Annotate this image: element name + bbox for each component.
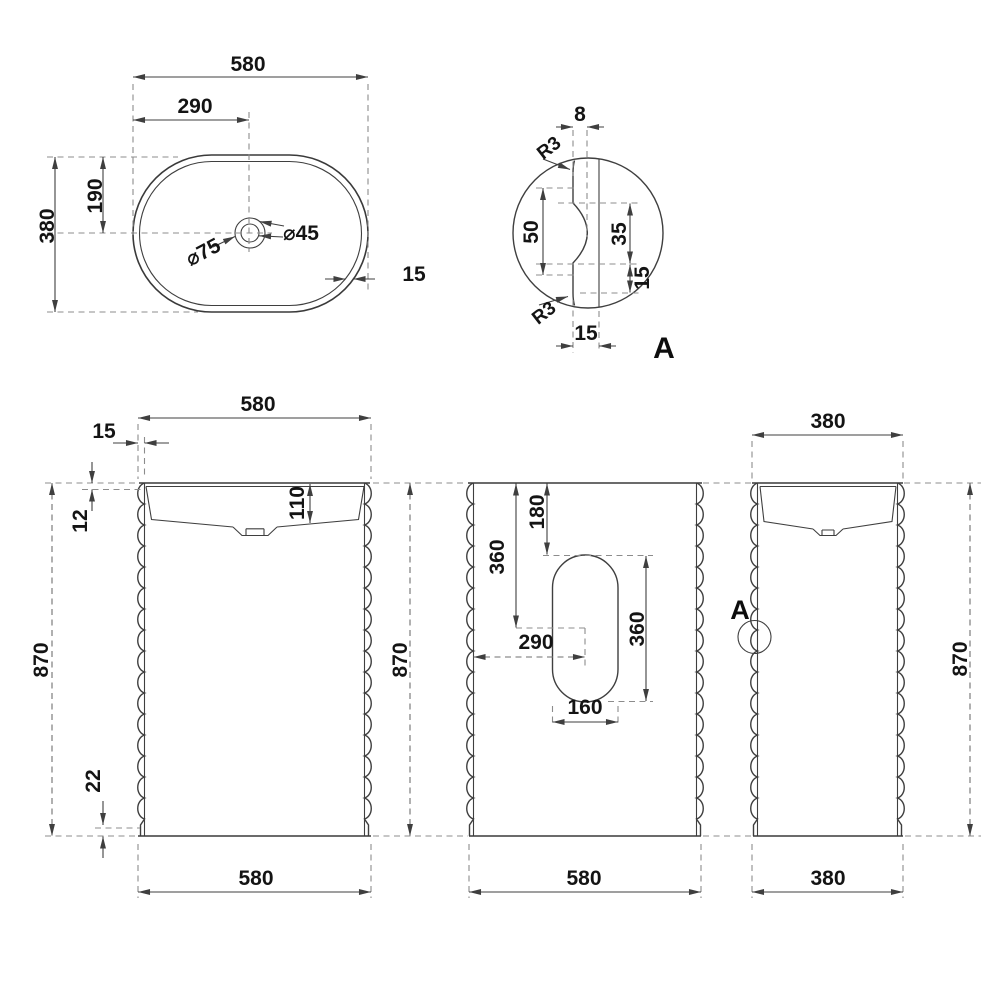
dim-flat-length: 15	[631, 266, 654, 290]
side-view-outline	[750, 482, 905, 837]
dim-drain-outer: ⌀75	[182, 234, 225, 271]
dim-hole-height: 360	[626, 611, 649, 646]
detail-a-label: A	[653, 332, 675, 365]
detail-boundary-circle	[512, 157, 664, 309]
dim-front-basin-depth: 110	[286, 486, 309, 520]
dim-flute-depth: 8	[574, 103, 586, 126]
side-right-fluted-edge	[895, 482, 905, 836]
side-left-fluted-edge	[750, 482, 760, 836]
side-drain-trap	[812, 528, 844, 537]
dim-front-height: 870	[30, 642, 53, 677]
dim-top-center-y: 190	[84, 178, 107, 213]
datum-extension-lines	[45, 482, 981, 837]
detail-dimension-lines	[538, 124, 633, 349]
front-view-outline	[137, 482, 372, 837]
dim-front-width-top: 580	[240, 393, 275, 416]
detail-flute-profile	[572, 160, 588, 306]
dim-top-center-x: 290	[177, 95, 212, 118]
dim-detail-wall: 15	[574, 322, 598, 345]
side-view: 380 A 870 380	[730, 410, 973, 898]
front-left-fluted-edge	[137, 482, 147, 836]
back-view-dimension-lines	[407, 483, 701, 895]
dim-front-rim-height: 12	[69, 509, 92, 532]
front-view: 580 15 12 110 870 22 580	[30, 393, 372, 898]
side-view-dimension-lines	[752, 432, 973, 895]
dim-back-width-bottom: 580	[566, 867, 601, 890]
detail-a-view: 8 50 35 15 15 R3 R3 A	[512, 103, 675, 365]
dim-drain-inner: ⌀45	[283, 222, 319, 245]
dim-front-width-bottom: 580	[238, 867, 273, 890]
top-view-dimension-lines	[52, 74, 375, 312]
back-view: 180 360 290 360 160 870 580	[389, 482, 704, 898]
drain-outer-circle	[234, 217, 266, 249]
basin-inner-oval	[138, 160, 363, 307]
dim-side-height: 870	[949, 641, 972, 676]
back-right-fluted-edge	[694, 482, 704, 836]
basin-top-view: 580 290 190 380 ⌀75 ⌀45 15	[36, 53, 426, 313]
front-view-extension-lines	[82, 424, 372, 898]
callout-a-label: A	[730, 595, 750, 625]
side-view-extension-lines	[751, 441, 904, 898]
dim-front-base-band: 22	[82, 769, 105, 792]
front-right-fluted-edge	[362, 482, 372, 836]
dim-flute-pitch: 50	[520, 220, 543, 243]
dim-side-width-bottom: 380	[810, 867, 845, 890]
dim-top-width: 580	[230, 53, 265, 76]
dim-top-depth: 380	[36, 208, 59, 243]
dim-back-height: 870	[389, 642, 412, 677]
top-view-extension-lines	[47, 84, 369, 313]
back-left-fluted-edge	[466, 482, 476, 836]
dim-radius-bottom: R3	[528, 298, 560, 330]
dim-hole-center-x: 290	[518, 631, 553, 654]
detail-callout-circle	[737, 619, 772, 655]
back-view-outline	[466, 482, 704, 837]
dim-groove-length: 35	[608, 222, 631, 246]
dim-hole-width: 160	[567, 696, 602, 719]
back-view-extension-lines	[468, 554, 702, 898]
dim-hole-center-offset: 360	[486, 539, 509, 574]
dim-radius-top: R3	[533, 133, 565, 165]
front-view-dimension-lines	[49, 415, 371, 895]
dim-front-flute-offset: 15	[92, 420, 116, 443]
dim-side-width-top: 380	[810, 410, 845, 433]
front-drain-trap	[232, 526, 278, 537]
dim-hole-top-offset: 180	[526, 494, 549, 529]
dim-top-wall: 15	[402, 263, 426, 286]
